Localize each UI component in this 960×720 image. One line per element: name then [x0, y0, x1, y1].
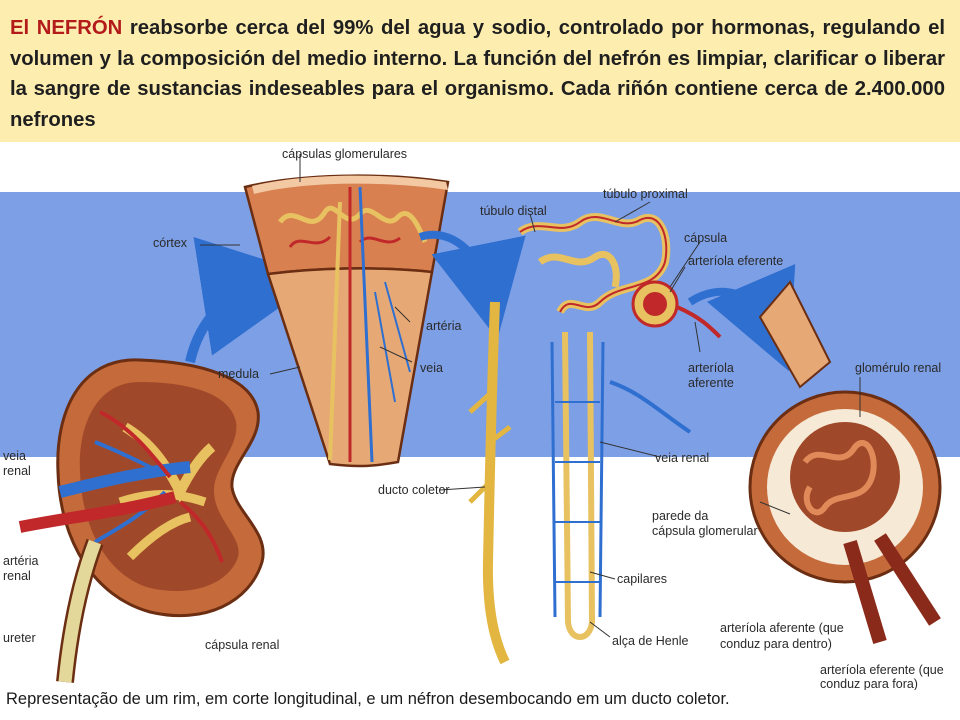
header-lead: El NEFRÓN — [10, 17, 123, 39]
label-eferente-que-line1: arteríola eferente (que — [820, 663, 944, 677]
label-veia-renal: veia renal — [655, 451, 709, 465]
leader-lines — [200, 154, 861, 638]
header-banner: El NEFRÓN reabsorbe cerca del 99% del ag… — [0, 0, 960, 142]
figure-caption: Representação de um rim, em corte longit… — [6, 690, 730, 708]
label-glomerulo-renal: glomérulo renal — [855, 361, 941, 375]
glomerulus-illustration — [748, 280, 942, 645]
header-body: reabsorbe cerca del 99% del agua y sodio… — [10, 17, 945, 131]
nephron-structure — [517, 213, 722, 640]
arrow-to-cortex — [185, 237, 322, 364]
label-arteria-renal-line2: renal — [3, 569, 31, 583]
label-alca-de-henle: alça de Henle — [612, 634, 688, 648]
label-veia-renal-line2: renal — [3, 464, 31, 478]
collecting-duct — [482, 301, 510, 665]
label-aferente-que-line2: conduz para dentro) — [720, 637, 832, 651]
label-parede-line2: cápsula glomerular — [652, 524, 758, 538]
label-parede-line1: parede da — [652, 509, 708, 523]
label-veia: veia — [420, 361, 443, 375]
label-capsula: cápsula — [684, 231, 727, 245]
label-ureter: ureter — [3, 631, 36, 645]
label-arteriola-aferente-line2: aferente — [688, 376, 734, 390]
label-cortex: córtex — [153, 236, 188, 250]
label-aferente-que-line1: arteríola aferente (que — [720, 621, 844, 635]
kidney-illustration — [18, 358, 265, 683]
label-capsula-renal: cápsula renal — [205, 638, 279, 652]
arrow-to-nephron — [418, 230, 526, 340]
label-arteriola-eferente: arteríola eferente — [688, 254, 783, 268]
label-veia-renal-line1: veia — [3, 449, 26, 463]
label-arteriola-aferente-line1: arteríola — [688, 361, 734, 375]
label-arteria-renal-line1: artéria — [3, 554, 38, 568]
label-ducto-coletor: ducto coletor — [378, 483, 450, 497]
label-tubulo-proximal: túbulo proximal — [603, 187, 688, 201]
label-capsulas-glomerulares: cápsulas glomerulares — [282, 147, 407, 161]
label-eferente-que-line2: conduz para fora) — [820, 677, 918, 690]
label-medula: medula — [218, 367, 259, 381]
label-capilares: capilares — [617, 572, 667, 586]
nephron-diagram: cápsulas glomerulares córtex medula arté… — [0, 147, 960, 690]
label-tubulo-distal: túbulo distal — [480, 204, 547, 218]
cortex-medulla-block — [243, 174, 450, 468]
header-paragraph: El NEFRÓN reabsorbe cerca del 99% del ag… — [10, 13, 945, 135]
label-arteria: artéria — [426, 319, 461, 333]
